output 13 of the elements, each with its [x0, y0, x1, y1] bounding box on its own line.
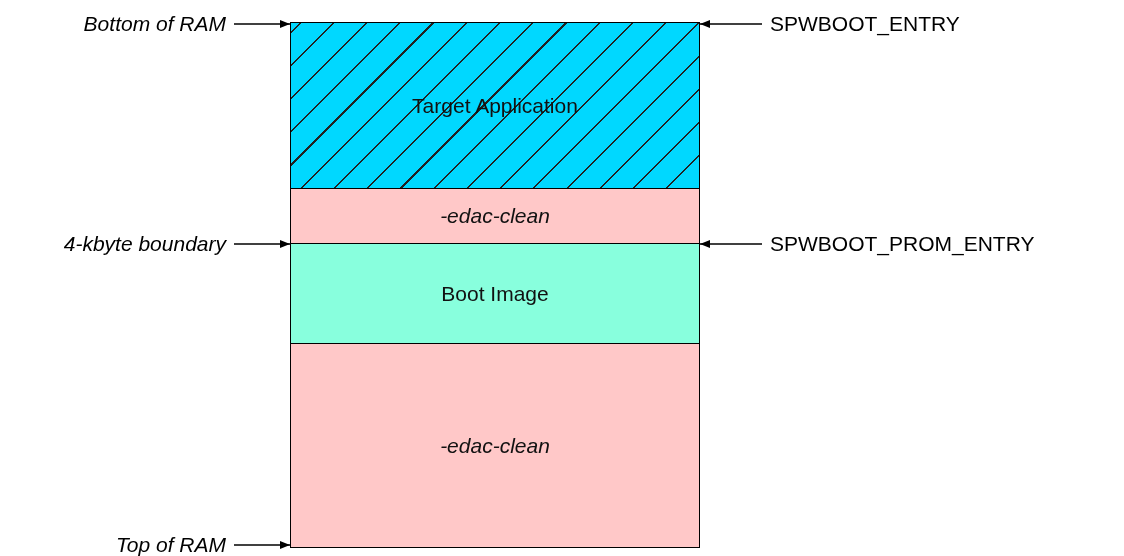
address-label: SPWBOOT_ENTRY [770, 12, 960, 36]
arrow [233, 240, 291, 248]
memory-region: -edac-clean [290, 343, 700, 548]
arrow [699, 20, 763, 28]
memory-region: -edac-clean [290, 188, 700, 244]
address-label: Top of RAM [115, 533, 226, 556]
address-label: 4-kbyte boundary [63, 232, 226, 256]
memory-region: Boot Image [290, 243, 700, 344]
arrow [699, 240, 763, 248]
arrow [233, 541, 291, 549]
address-label: SPWBOOT_PROM_ENTRY [770, 232, 1035, 256]
arrow [233, 20, 291, 28]
address-label: Bottom of RAM [83, 12, 226, 36]
